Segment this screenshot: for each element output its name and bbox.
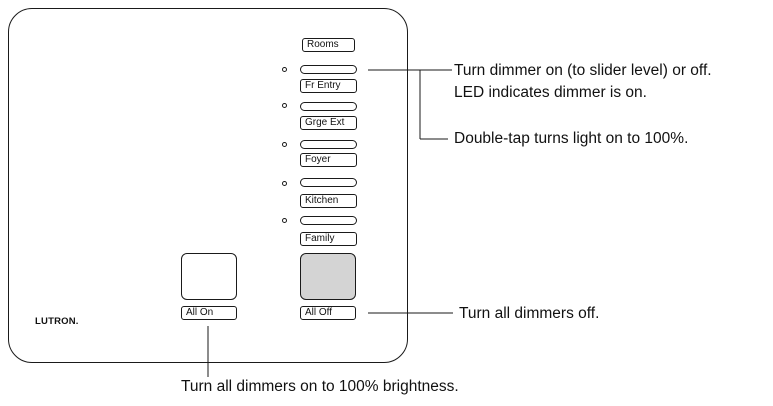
rooms-label: Rooms: [302, 38, 355, 52]
all-off-button[interactable]: [300, 253, 356, 300]
zone-1-button[interactable]: [300, 65, 357, 74]
all-on-annotation: Turn all dimmers on to 100% brightness.: [181, 378, 459, 395]
zone-5-led: [282, 218, 287, 223]
zone-1-led: [282, 67, 287, 72]
zone-4-button[interactable]: [300, 178, 357, 187]
all-off-label: All Off: [300, 306, 356, 320]
zone-2-button[interactable]: [300, 102, 357, 111]
lutron-logo: LUTRON.: [35, 316, 79, 327]
double-tap-annotation: Double-tap turns light on to 100%.: [454, 130, 689, 147]
zone-2-label: Grge Ext: [300, 116, 357, 130]
zone-5-label: Family: [300, 232, 357, 246]
zone-5-button[interactable]: [300, 216, 357, 225]
all-off-annotation: Turn all dimmers off.: [459, 305, 600, 322]
zone-2-led: [282, 103, 287, 108]
zone-1-label: Fr Entry: [300, 79, 357, 93]
zone-4-led: [282, 181, 287, 186]
zone-3-button[interactable]: [300, 140, 357, 149]
all-on-button[interactable]: [181, 253, 237, 300]
all-on-label: All On: [181, 306, 237, 320]
zone-button-annotation-line1: Turn dimmer on (to slider level) or off.: [454, 62, 712, 79]
zone-3-led: [282, 142, 287, 147]
zone-button-annotation-line2: LED indicates dimmer is on.: [454, 84, 647, 101]
zone-4-label: Kitchen: [300, 194, 357, 208]
zone-3-label: Foyer: [300, 153, 357, 167]
